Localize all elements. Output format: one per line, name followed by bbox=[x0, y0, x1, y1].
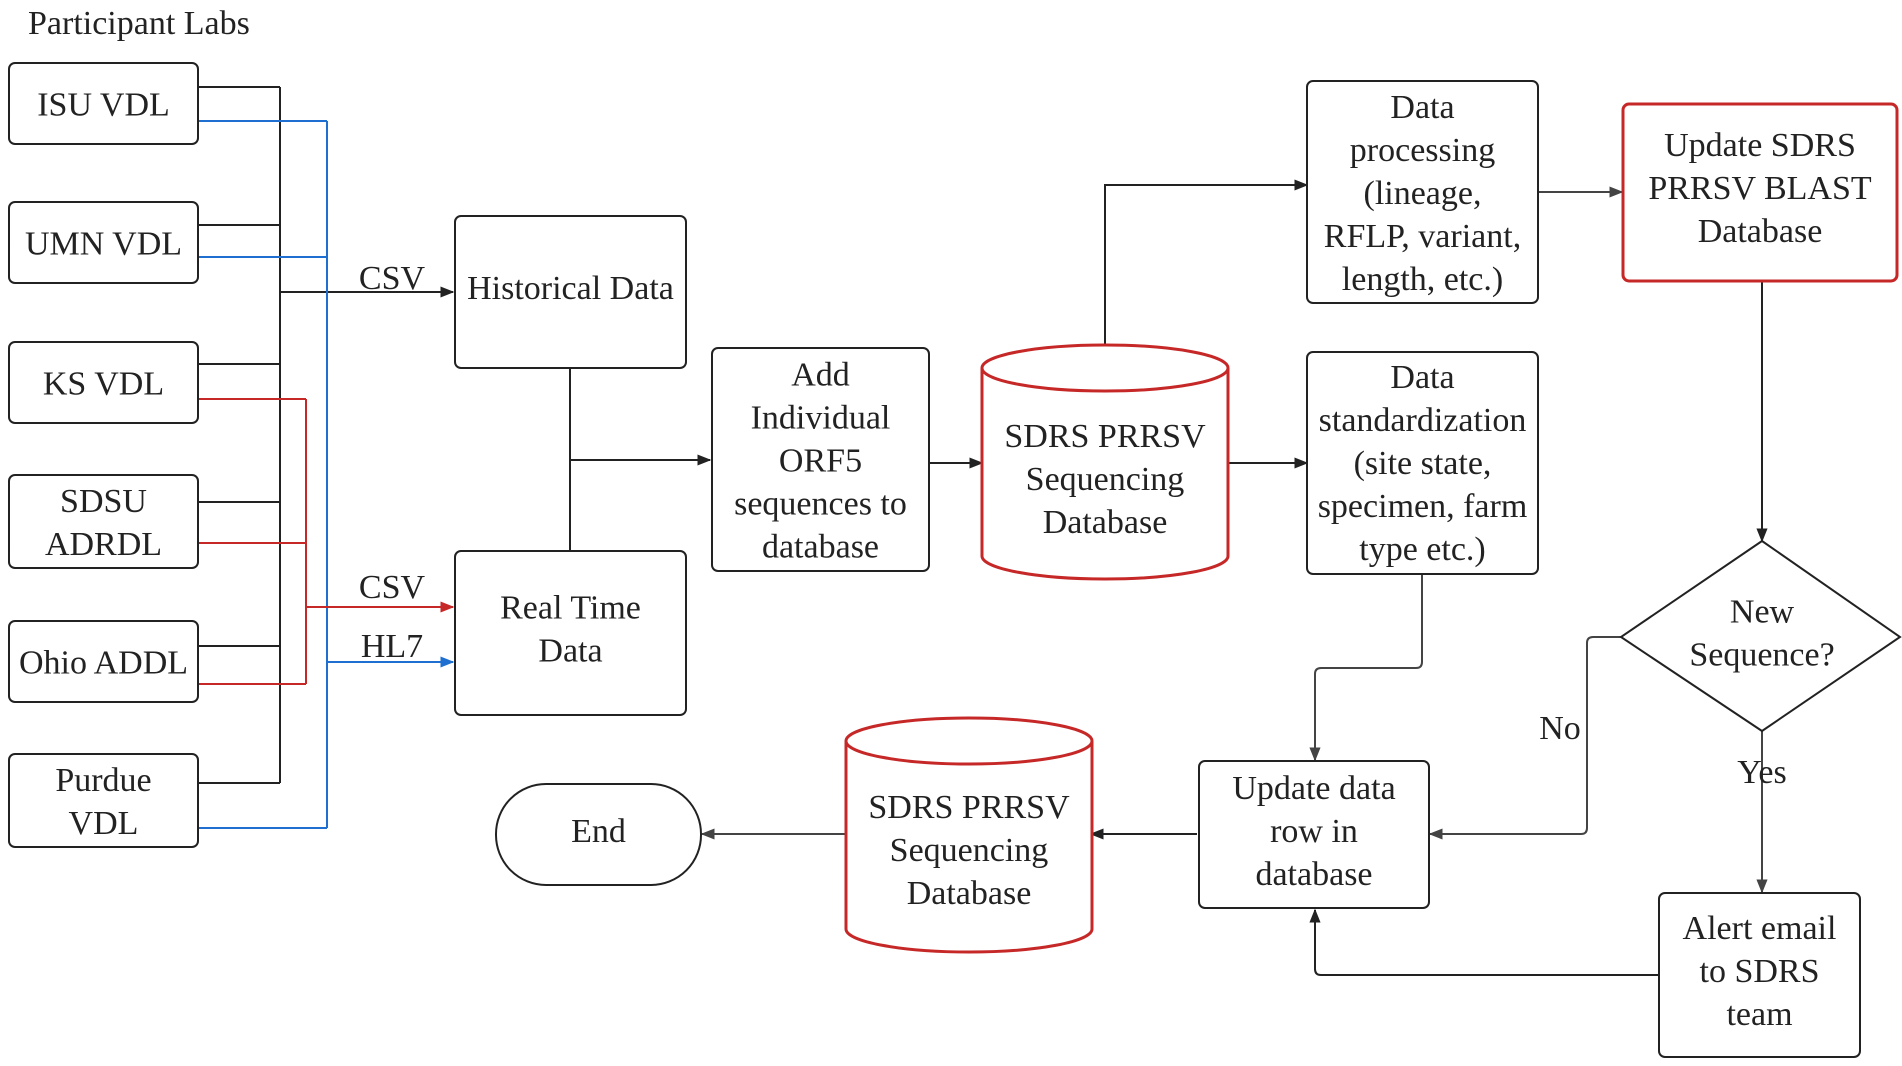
lab-ks-vdl: KS VDL bbox=[8, 341, 199, 424]
node-end: End bbox=[495, 783, 702, 886]
arrow-alert-to-update-row bbox=[1309, 908, 1658, 976]
arrow-standardization-to-update-row bbox=[1309, 574, 1423, 762]
edge-label-yes: Yes bbox=[1737, 754, 1786, 791]
lab-isu-vdl: ISU VDL bbox=[8, 62, 199, 145]
lab-isu-vdl-label: ISU VDL bbox=[37, 87, 170, 124]
edge-label-csv-historical: CSV bbox=[359, 260, 426, 297]
arrow-db-to-processing bbox=[1104, 179, 1309, 345]
lab-ohio-addl-label: Ohio ADDL bbox=[19, 645, 188, 682]
node-end-label: End bbox=[571, 813, 626, 850]
node-historical-data-label: Historical Data bbox=[467, 270, 674, 307]
node-historical-data: Historical Data bbox=[454, 215, 687, 369]
edge-label-csv-realtime: CSV bbox=[359, 569, 426, 606]
lab-umn-vdl: UMN VDL bbox=[8, 201, 199, 284]
connectors bbox=[198, 86, 1768, 976]
lab-ohio-addl: Ohio ADDL bbox=[8, 620, 199, 703]
lab-ks-vdl-label: KS VDL bbox=[43, 366, 164, 403]
lab-umn-vdl-label: UMN VDL bbox=[25, 226, 182, 263]
edge-label-no: No bbox=[1539, 710, 1581, 747]
arrow-decision-no-to-update-row bbox=[1428, 636, 1621, 840]
diagram-title: Participant Labs bbox=[28, 5, 250, 42]
edge-label-hl7: HL7 bbox=[361, 628, 423, 665]
